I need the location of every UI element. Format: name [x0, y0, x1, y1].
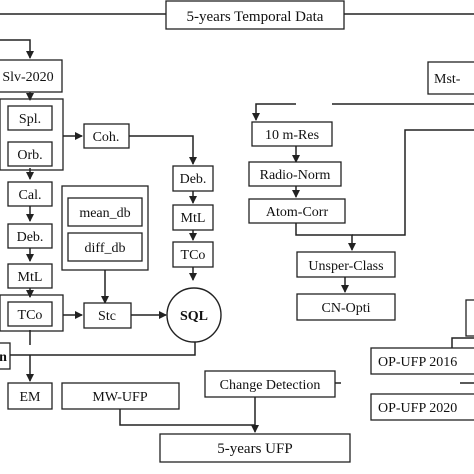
coh-step-deburst-label: Deb.: [180, 172, 207, 187]
partial-box-left: n: [0, 342, 11, 370]
op-ufp-2016-box: OP-UFP 2016: [370, 347, 474, 375]
sar-step-split-label: Spl.: [19, 112, 41, 127]
final-ufp-box: 5-years UFP: [159, 433, 351, 463]
sar-step-deburst-label: Deb.: [17, 230, 44, 245]
coh-step-terrain-correction: TCo: [172, 241, 214, 268]
sar-step-orbit: Orb.: [7, 141, 53, 167]
sql-database-node: SQL: [166, 287, 222, 343]
optical-step-radiometric-label: Radio-Norm: [260, 168, 331, 183]
optical-step-atmospheric: Atom-Corr: [248, 198, 346, 224]
sar-step-calibration: Cal.: [7, 181, 53, 207]
sql-label: SQL: [180, 309, 208, 324]
unsupervised-classification-label: Unsper-Class: [308, 259, 383, 274]
optimization-label: CN-Opti: [322, 301, 371, 316]
db-input-mean-label: mean_db: [79, 206, 130, 221]
header-title: 5-years Temporal Data: [187, 9, 324, 25]
db-input-diff-label: diff_db: [85, 241, 126, 256]
coh-step-multilook: MtL: [172, 204, 214, 231]
mw-ufp-label: MW-UFP: [92, 390, 147, 405]
sar-step-calibration-label: Cal.: [19, 188, 42, 203]
db-input-mean: mean_db: [67, 197, 143, 227]
em-box: EM: [7, 382, 53, 410]
db-inputs-group: [61, 185, 149, 271]
coh-step-terrain-correction-label: TCo: [181, 248, 206, 263]
optical-step-atmospheric-label: Atom-Corr: [266, 205, 329, 220]
coherence-label: Coh.: [93, 130, 120, 145]
partial-box-right: [465, 299, 474, 337]
optical-step-radiometric: Radio-Norm: [248, 161, 342, 187]
final-ufp-label: 5-years UFP: [217, 441, 292, 457]
sar-step-multilook: MtL: [7, 263, 53, 289]
coh-step-deburst: Deb.: [172, 165, 214, 192]
sar-step-multilook-label: MtL: [18, 270, 43, 285]
sar-group-top: [0, 98, 64, 171]
optimization-box: CN-Opti: [296, 293, 396, 321]
db-input-diff: diff_db: [67, 232, 143, 262]
source-box-sentinel: Slv-2020: [0, 59, 63, 93]
coh-step-multilook-label: MtL: [181, 211, 206, 226]
optical-step-resample-label: 10 m-Res: [265, 128, 319, 143]
sar-step-terrain-correction-label: TCo: [18, 308, 43, 323]
sar-step-terrain-correction: TCo: [7, 301, 53, 327]
source-label-multispectral: Mst-: [434, 72, 461, 87]
connectors: [0, 13, 474, 433]
sar-step-deburst: Deb.: [7, 223, 53, 249]
stack-box: Stc: [83, 302, 132, 329]
change-detection-box: Change Detection: [204, 370, 336, 398]
em-label: EM: [20, 390, 42, 405]
op-ufp-2016-label: OP-UFP 2016: [378, 355, 457, 370]
sar-step-orbit-label: Orb.: [17, 148, 42, 163]
header-box: 5-years Temporal Data: [165, 0, 345, 30]
unsupervised-classification-box: Unsper-Class: [296, 251, 396, 278]
source-label-sentinel: Slv-2020: [2, 70, 53, 85]
optical-step-resample: 10 m-Res: [251, 121, 333, 147]
change-detection-label: Change Detection: [220, 378, 321, 393]
coherence-box: Coh.: [83, 123, 130, 149]
op-ufp-2020-box: OP-UFP 2020: [370, 393, 474, 421]
op-ufp-2020-label: OP-UFP 2020: [378, 401, 457, 416]
source-box-multispectral: Mst-: [427, 61, 474, 95]
stack-label: Stc: [98, 309, 116, 324]
sar-group-bottom: [0, 294, 64, 332]
partial-box-left-label: n: [0, 350, 7, 365]
sar-step-split: Spl.: [7, 105, 53, 131]
mw-ufp-box: MW-UFP: [61, 382, 180, 410]
